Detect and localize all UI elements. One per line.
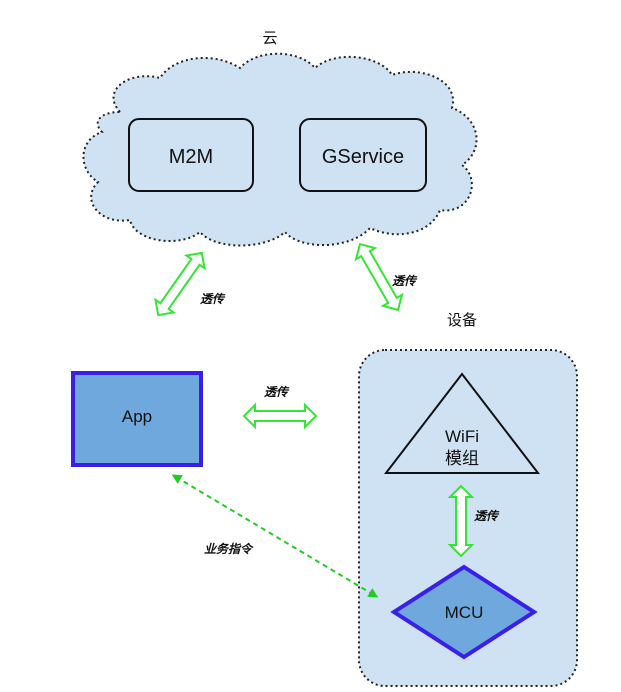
device-title: 设备	[447, 312, 477, 329]
cloud-app-arrow-label: 透传	[200, 292, 226, 306]
wifi-module-triangle	[383, 372, 541, 474]
app-group: App	[71, 371, 203, 467]
wifi-label-line2: 模组	[445, 449, 479, 468]
m2m-label: M2M	[169, 146, 213, 168]
wifi-mcu-arrow-label: 透传	[474, 509, 500, 523]
gservice-label: GService	[322, 146, 404, 168]
m2m-box	[128, 118, 254, 192]
cloud-group: 云 M2M GService	[82, 30, 478, 247]
app-label: App	[122, 407, 152, 426]
gservice-box	[299, 118, 427, 192]
mcu-diamond	[390, 564, 538, 660]
wifi-label-line1: WiFi	[445, 427, 479, 446]
app-mcu-dashed-arrow	[171, 474, 379, 598]
cloud-shape	[82, 52, 478, 247]
cloud-title: 云	[262, 30, 277, 47]
app-box	[71, 371, 203, 467]
mcu-label: MCU	[445, 603, 484, 622]
cloud-device-arrow	[354, 242, 404, 312]
app-device-arrow	[242, 402, 318, 430]
app-device-arrow-label: 透传	[264, 385, 290, 399]
cloud-app-arrow	[154, 251, 206, 317]
wifi-mcu-arrow	[447, 484, 475, 558]
device-group: 设备 WiFi 模组 MCU	[358, 312, 578, 687]
app-mcu-arrow-label: 业务指令	[204, 542, 254, 556]
cloud-device-arrow-label: 透传	[392, 274, 418, 288]
